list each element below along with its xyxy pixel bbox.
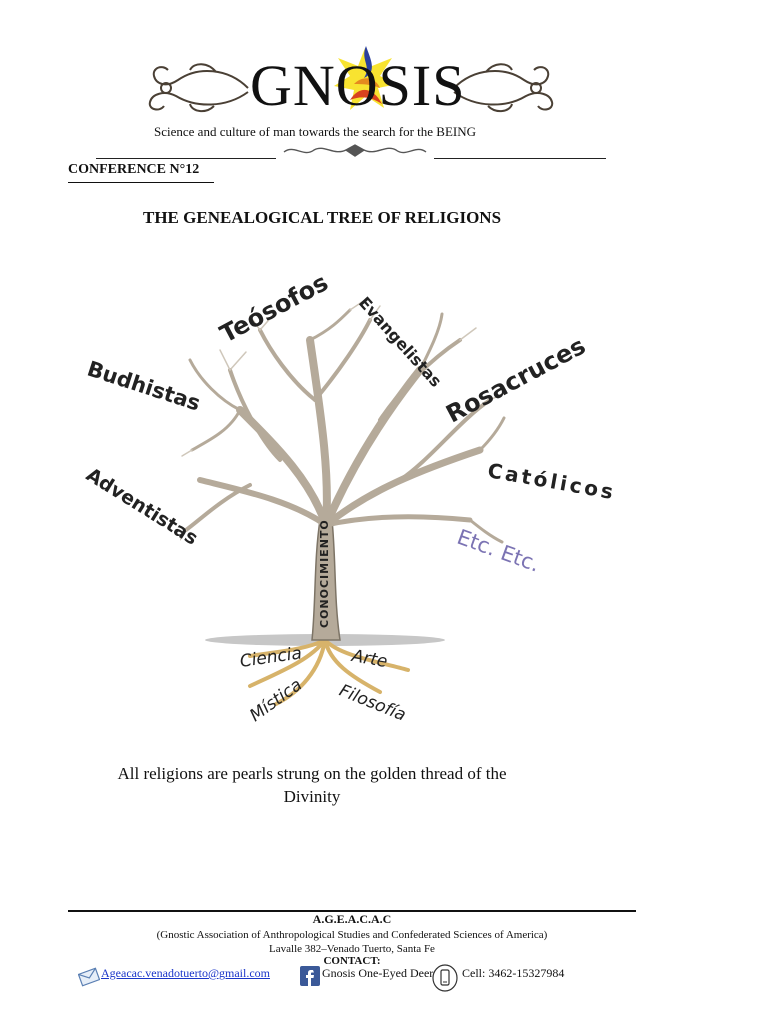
phone-icon [432, 964, 458, 992]
footer-contact-label: CONTACT: [323, 955, 381, 967]
quote: All religions are pearls strung on the g… [0, 762, 624, 808]
footer-address: Lavalle 382–Venado Tuerto, Santa Fe [269, 943, 435, 955]
footer-org-full: (Gnostic Association of Anthropological … [156, 929, 548, 941]
divider-left [96, 158, 276, 159]
gnosis-emblem-icon [334, 46, 398, 110]
quote-line-1: All religions are pearls strung on the g… [117, 764, 507, 783]
conference-underline [68, 182, 214, 183]
facebook-icon [300, 966, 320, 986]
brand-wordmark: GNOSIS [250, 53, 466, 118]
email-link[interactable]: Ageacac.venadotuerto@gmail.com [101, 966, 270, 980]
quote-line-2: Divinity [283, 787, 341, 806]
conference-number: CONFERENCE N°12 [68, 162, 200, 177]
footer-rule [68, 910, 636, 912]
divider-ornament [283, 144, 427, 157]
tagline: Science and culture of man towards the s… [154, 124, 476, 139]
divider-right [434, 158, 606, 159]
header-ornament-left [148, 63, 249, 112]
footer-org: A.G.E.A.C.A.C [312, 912, 392, 926]
tree-illustration [180, 301, 507, 706]
document-title: THE GENEALOGICAL TREE OF RELIGIONS [143, 208, 502, 227]
trunk-label: CONOCIMIENTO [318, 519, 331, 628]
email-icon [78, 967, 100, 987]
cell-number: Cell: 3462-15327984 [462, 966, 565, 980]
header-ornament-right [453, 63, 554, 112]
facebook-page[interactable]: Gnosis One-Eyed Deer [322, 966, 434, 980]
